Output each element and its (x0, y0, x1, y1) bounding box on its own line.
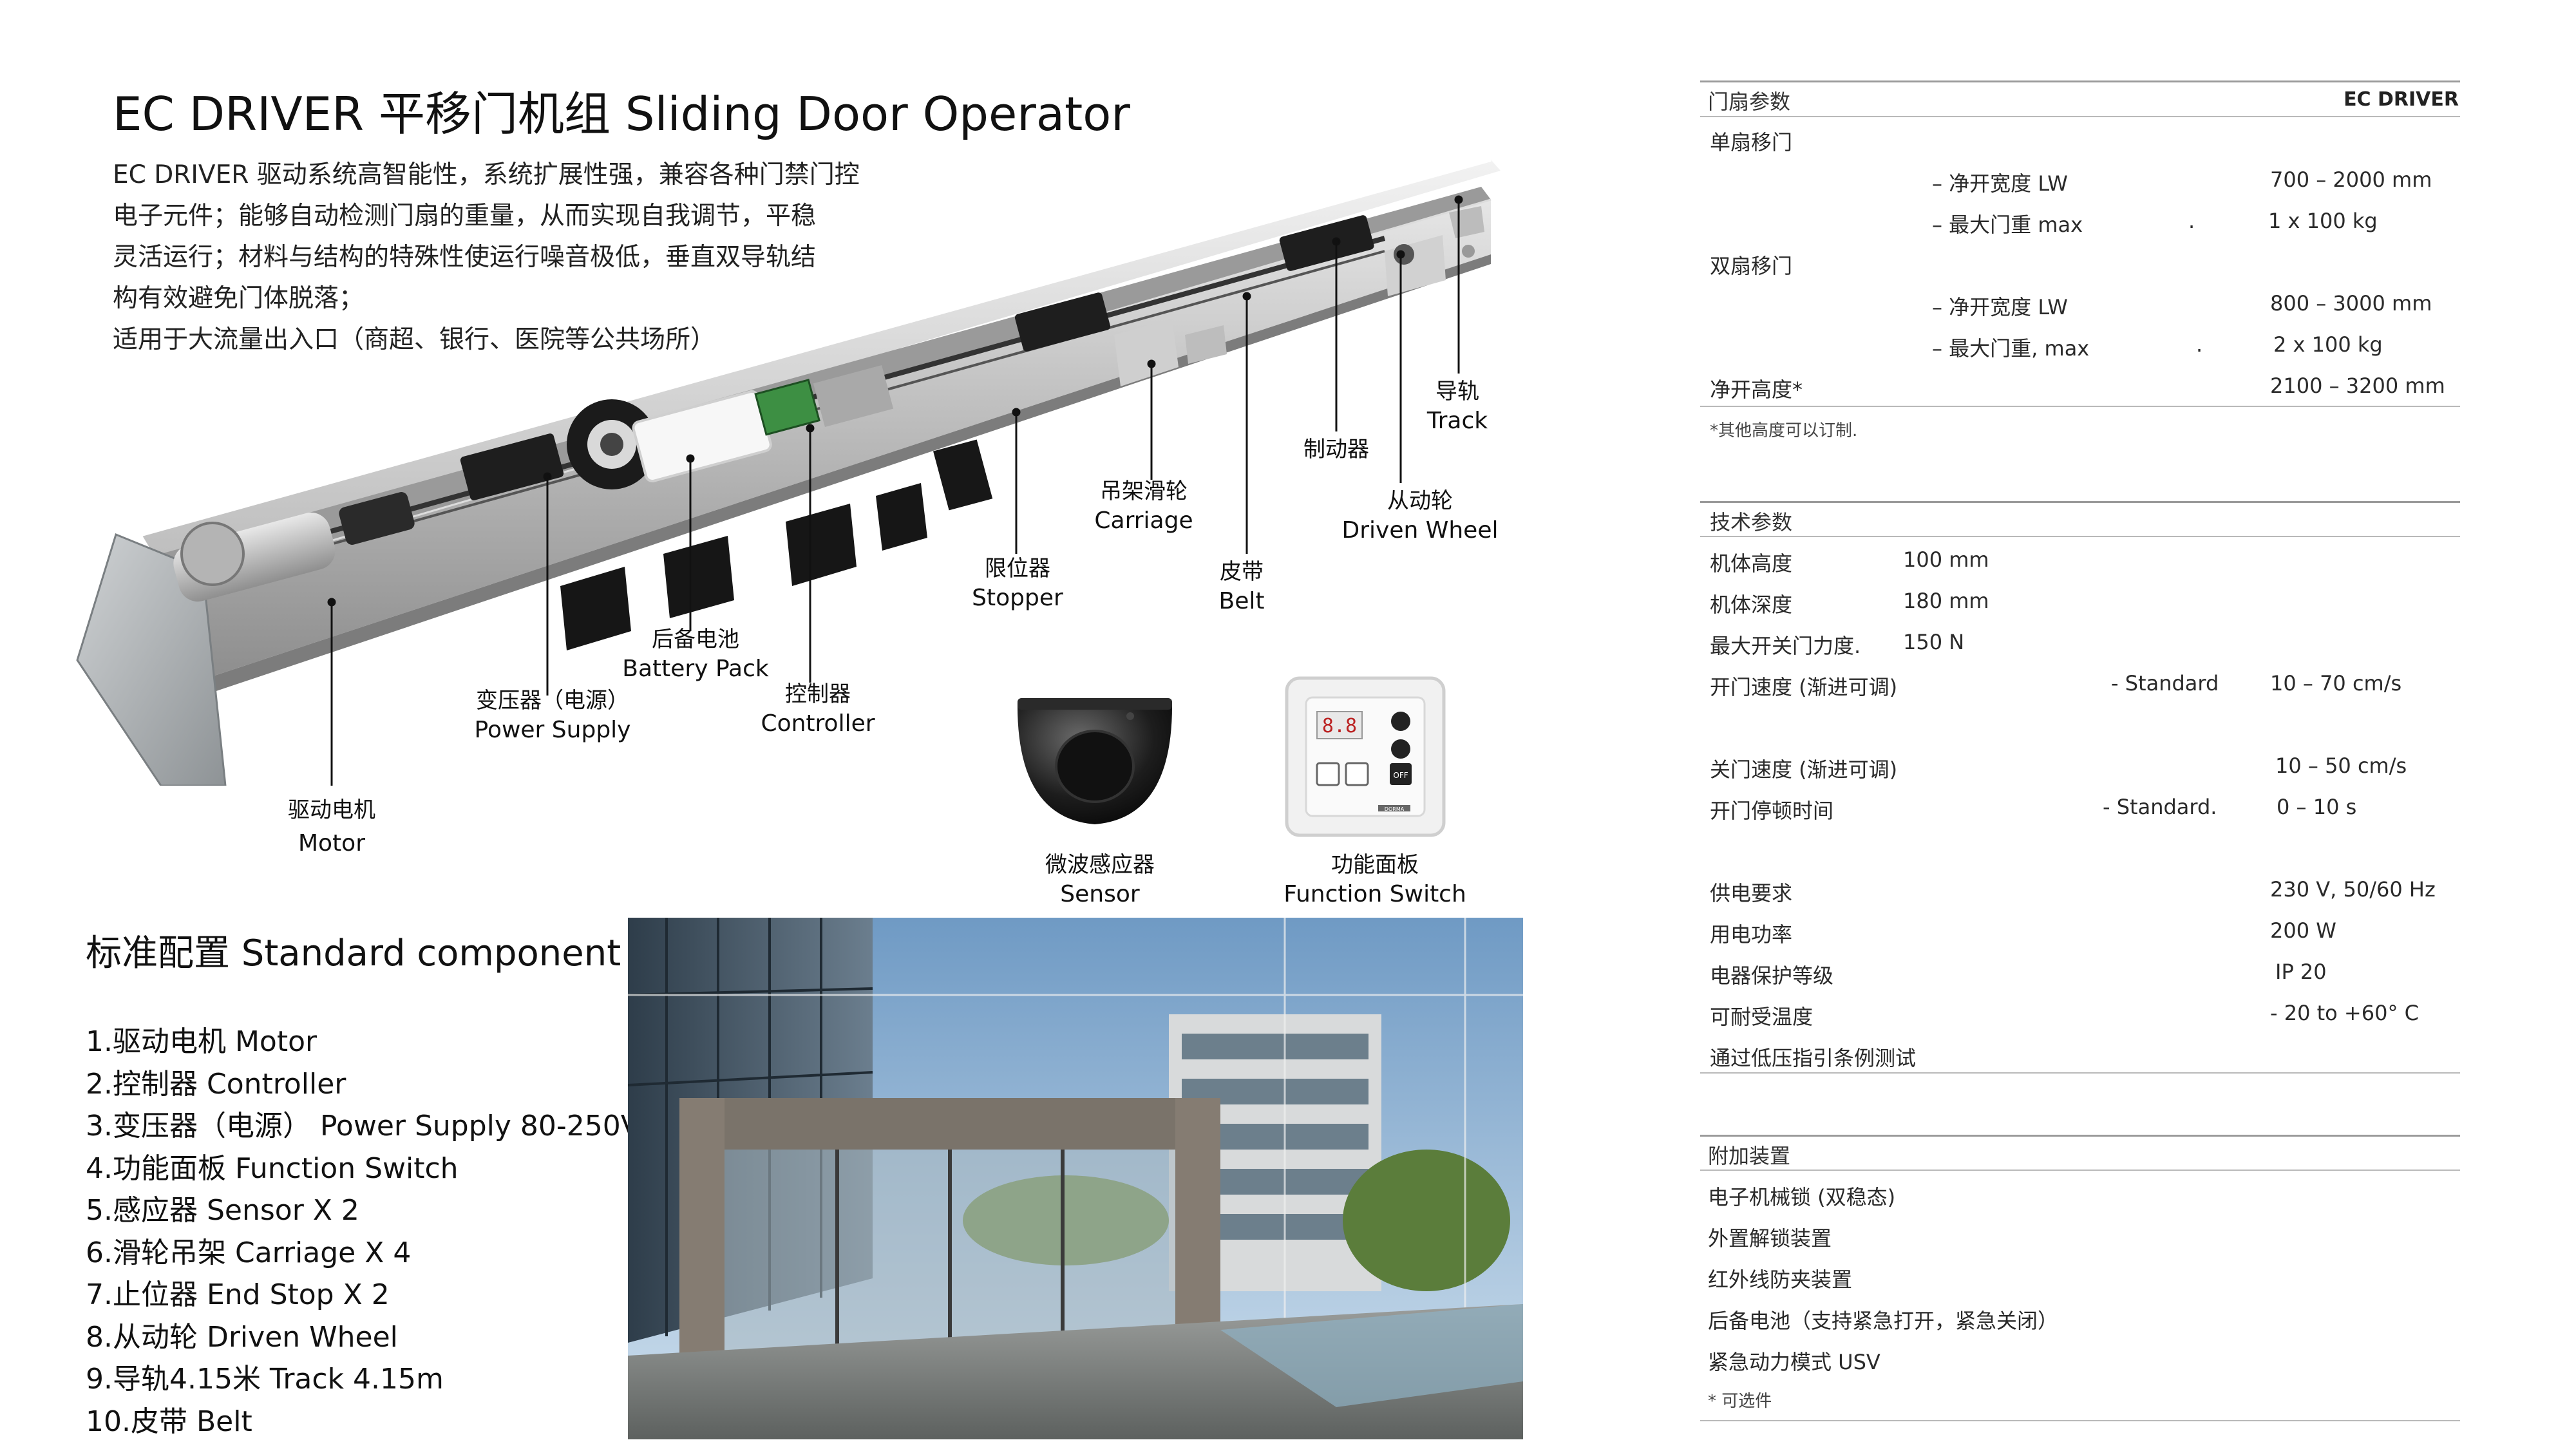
callout-motor: 驱动电机 Motor (288, 797, 375, 857)
switch-brand: DORMA (1385, 806, 1405, 812)
tech-row-value: 180 mm (1903, 589, 1989, 613)
double-width-label: – 净开宽度 LW (1932, 295, 2068, 319)
standard-component-list: 1.驱动电机 Motor 2.控制器 Controller 3.变压器（电源） … (86, 1021, 640, 1443)
list-item: 2.控制器 Controller (86, 1067, 346, 1101)
tech-row-label: 机体深度 (1710, 592, 1793, 617)
motor-unit (173, 492, 415, 602)
callout-driven-wheel: 从动轮 Driven Wheel (1341, 488, 1499, 544)
intro-line: 适用于大流量出入口（商超、银行、医院等公共场所） (113, 325, 716, 354)
double-width-value: 800 – 3000 mm (2270, 291, 2432, 316)
double-door-title: 双扇移门 (1710, 254, 1793, 278)
single-weight-value: 1 x 100 kg (2268, 209, 2378, 233)
dot-leader: . (2188, 209, 2195, 233)
single-width-label: – 净开宽度 LW (1932, 171, 2068, 196)
tech-row-label: 开门速度 (渐进可调) (1710, 675, 1898, 699)
tech-spec-header: 技术参数 (1710, 510, 1793, 535)
double-weight-value: 2 x 100 kg (2273, 332, 2383, 357)
double-weight-label: – 最大门重, max (1932, 336, 2090, 361)
accessory-item: 后备电池（支持紧急打开，紧急关闭） (1708, 1309, 2059, 1333)
tech-row-label: 开门停顿时间 (1710, 799, 1834, 823)
tech-row-label: 用电功率 (1710, 922, 1793, 947)
tech-row-label: 电器保护等级 (1710, 963, 1834, 988)
operator-illustration (76, 158, 1501, 786)
power-supply-unit (460, 433, 564, 500)
callout-track: 导轨 Track (1426, 379, 1488, 434)
mode-button-icon (1316, 762, 1340, 786)
intro-line: 构有效避免门体脱落； (113, 284, 365, 313)
tech-row-value: 10 – 70 cm/s (2270, 671, 2402, 696)
leader-lines (327, 195, 1463, 786)
list-item: 3.变压器（电源） Power Supply 80-250V (86, 1110, 640, 1142)
accessory-item: 紧急动力模式 USV (1708, 1350, 1880, 1374)
intro-line: 电子元件；能够自动检测门扇的重量，从而实现自我调节，平稳 (113, 202, 817, 231)
controller-unit (754, 379, 820, 436)
single-width-value: 700 – 2000 mm (2270, 167, 2432, 192)
callout-belt: 皮带 Belt (1218, 559, 1265, 614)
tech-row-value: - 20 to +60° C (2270, 1001, 2419, 1025)
callout-sensor: 微波感应器 Sensor (1045, 852, 1155, 907)
tech-row-value: 100 mm (1903, 547, 1989, 572)
list-item: 6.滑轮吊架 Carriage X 4 (86, 1236, 412, 1269)
accessory-item: 外置解锁装置 (1708, 1226, 1832, 1251)
tech-row-value: 200 W (2270, 918, 2336, 943)
accessory-item: 电子机械锁 (双稳态) (1708, 1185, 1896, 1209)
tech-row-label: 关门速度 (渐进可调) (1710, 757, 1898, 782)
callout-carriage: 吊架滑轮 Carriage (1094, 478, 1193, 534)
callout-function-switch: 功能面板 Function Switch (1283, 852, 1466, 907)
list-item: 4.功能面板 Function Switch (86, 1151, 459, 1185)
intro-line: EC DRIVER 驱动系统高智能性，系统扩展性强，兼容各种门禁门控 (113, 160, 860, 189)
tech-row-value: 150 N (1903, 630, 1965, 654)
microwave-sensor-image (1017, 698, 1173, 824)
dot-leader: . (2196, 332, 2203, 357)
clear-height-value: 2100 – 3200 mm (2270, 374, 2445, 398)
callout-stopper: 限位器 Stopper (972, 556, 1063, 611)
list-item: 1.驱动电机 Motor (86, 1025, 317, 1058)
intro-paragraph: EC DRIVER 驱动系统高智能性，系统扩展性强，兼容各种门禁门控 电子元件；… (113, 155, 937, 361)
height-note: *其他高度可以订制. (1710, 421, 1858, 440)
switch-display: 8.8 (1322, 715, 1357, 737)
list-item: 9.导轨4.15米 Track 4.15m (86, 1363, 444, 1396)
list-item: 10.皮带 Belt (86, 1405, 252, 1438)
list-item: 8.从动轮 Driven Wheel (86, 1320, 398, 1354)
stopper-unit (933, 439, 993, 511)
list-item: 5.感应器 Sensor X 2 (86, 1194, 359, 1227)
tech-row-label: 通过低压指引条例测试 (1710, 1046, 1917, 1070)
tech-row-label: 机体高度 (1710, 551, 1793, 576)
single-weight-label: – 最大门重 max (1932, 213, 2083, 237)
callout-battery-pack: 后备电池 Battery Pack (622, 627, 769, 682)
door-spec-header: 门扇参数 (1708, 90, 1791, 114)
callout-brake: 制动器 (1303, 437, 1369, 462)
tech-row-label: 可耐受温度 (1710, 1005, 1814, 1029)
door-spec-brand: EC DRIVER (2344, 88, 2459, 111)
off-label: OFF (1393, 771, 1408, 780)
standard-component-title: 标准配置 Standard component (86, 933, 621, 974)
transformer (567, 399, 657, 489)
tech-row-value: 230 V, 50/60 Hz (2270, 877, 2436, 902)
tech-row-value: 10 – 50 cm/s (2275, 753, 2407, 778)
carriage-unit (1014, 292, 1227, 386)
accessories-header: 附加装置 (1708, 1144, 1791, 1168)
building-entrance-photo (628, 918, 1523, 1439)
tech-row-label: 最大开关门力度. (1710, 634, 1861, 658)
callout-power-supply: 变压器（电源） Power Supply (474, 688, 631, 743)
mode-button-icon (1345, 762, 1369, 786)
tech-row-label: 供电要求 (1710, 881, 1793, 905)
tech-row-mode: - Standard. (2103, 795, 2217, 819)
tech-row-value: IP 20 (2275, 960, 2327, 984)
callout-controller: 控制器 Controller (761, 681, 875, 737)
function-switch-image: 8.8 OFF DORMA (1285, 676, 1446, 837)
tech-row-value: 0 – 10 s (2277, 795, 2357, 819)
intro-line: 灵活运行；材料与结构的特殊性使运行噪音极低，垂直双导轨结 (113, 243, 817, 272)
clear-height-label: 净开高度* (1710, 377, 1803, 402)
list-item: 7.止位器 End Stop X 2 (86, 1278, 390, 1311)
tech-row-mode: - Standard (2111, 671, 2219, 696)
accessories-note: * 可选件 (1708, 1392, 1772, 1411)
page-title: EC DRIVER 平移门机组 Sliding Door Operator (113, 87, 1130, 141)
single-door-title: 单扇移门 (1710, 130, 1793, 155)
night-mode-icon (1391, 712, 1410, 731)
accessory-item: 红外线防夹装置 (1708, 1267, 1853, 1292)
exit-mode-icon (1391, 739, 1410, 759)
